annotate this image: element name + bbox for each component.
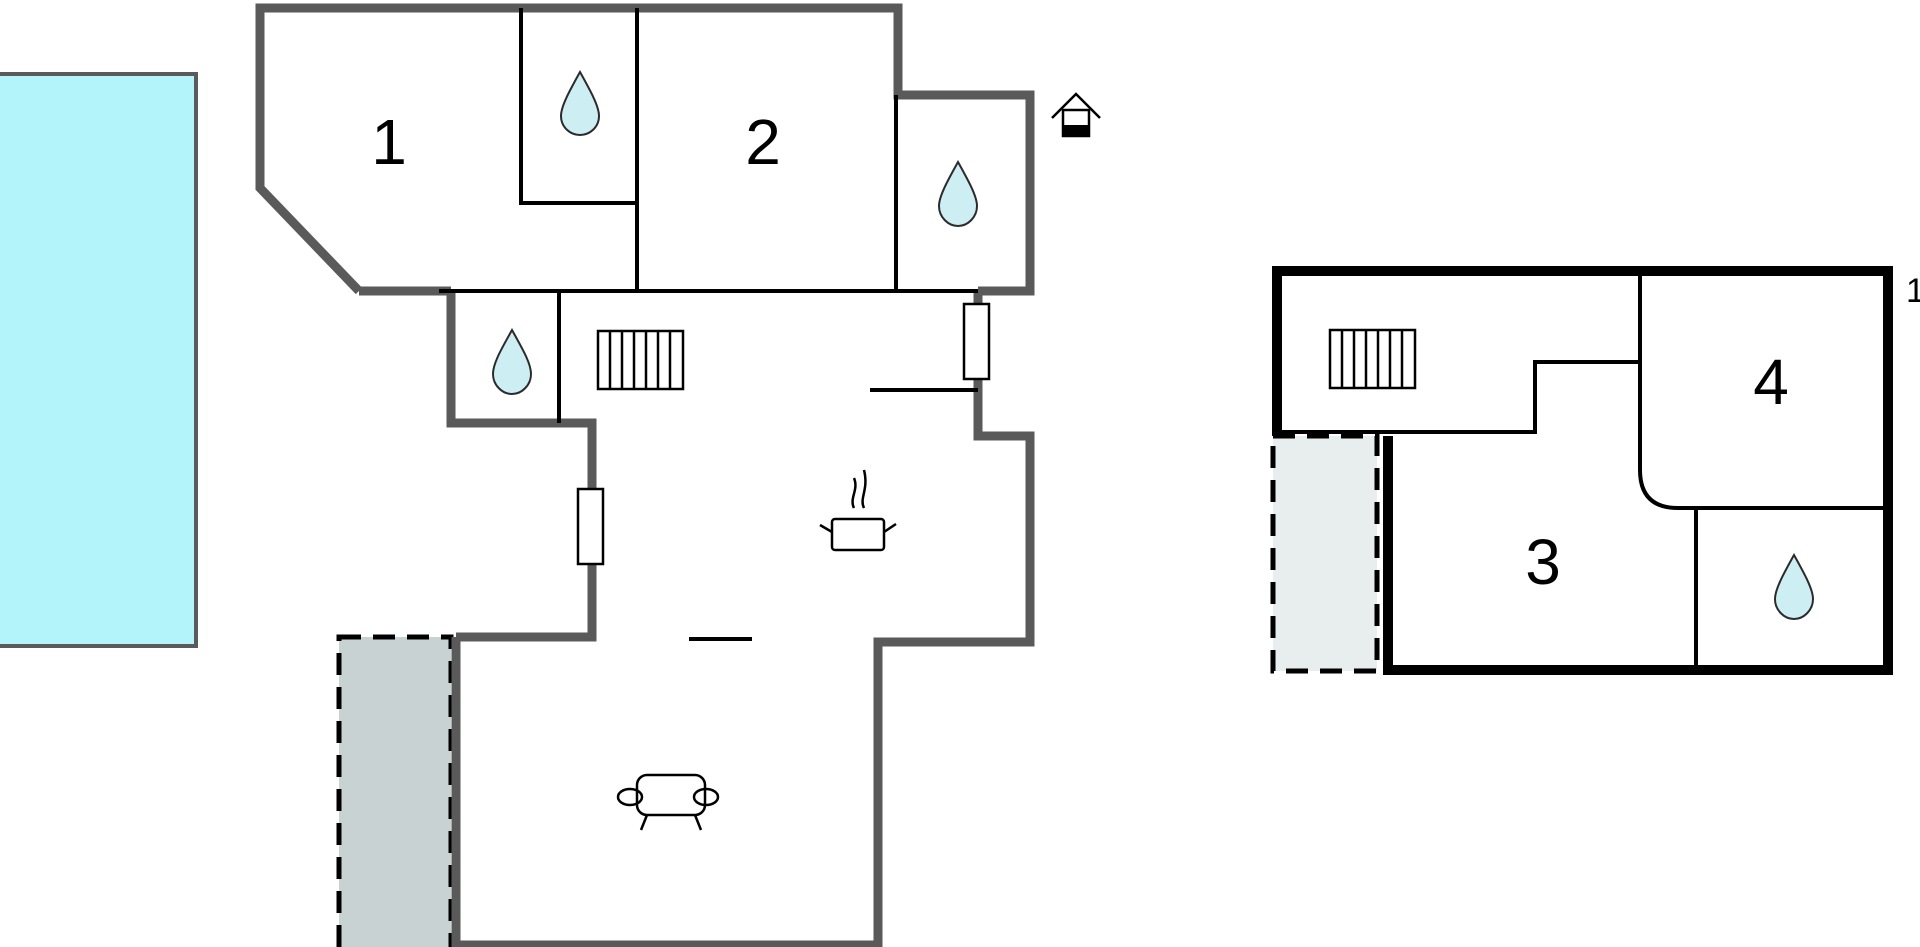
water-drop-icon (491, 327, 533, 396)
house-entrance-icon (1051, 92, 1101, 138)
door-icon (576, 487, 605, 566)
upper-floor-interior-walls (1277, 271, 1888, 670)
water-drop-icon (1773, 552, 1815, 621)
edge-label: 1 (1906, 272, 1920, 310)
room-label-3: 3 (1525, 526, 1561, 598)
armchair-icon (616, 773, 720, 831)
upper-floor-walls (1272, 266, 1893, 675)
ground-floor-walls (255, 3, 1035, 947)
room-label-1: 1 (371, 106, 407, 178)
water-drop-icon (937, 159, 979, 228)
room-label-2: 2 (745, 106, 781, 178)
ground-floor-interior-walls (439, 8, 978, 641)
stairs-icon (1328, 328, 1417, 390)
cooking-pot-icon (819, 469, 897, 552)
door-icon (962, 302, 991, 381)
ground-terrace (336, 634, 454, 947)
room-label-4: 4 (1753, 346, 1789, 418)
upper-terrace (1270, 433, 1380, 674)
swimming-pool (0, 72, 198, 648)
water-drop-icon (559, 69, 601, 137)
stairs-icon (596, 329, 685, 391)
